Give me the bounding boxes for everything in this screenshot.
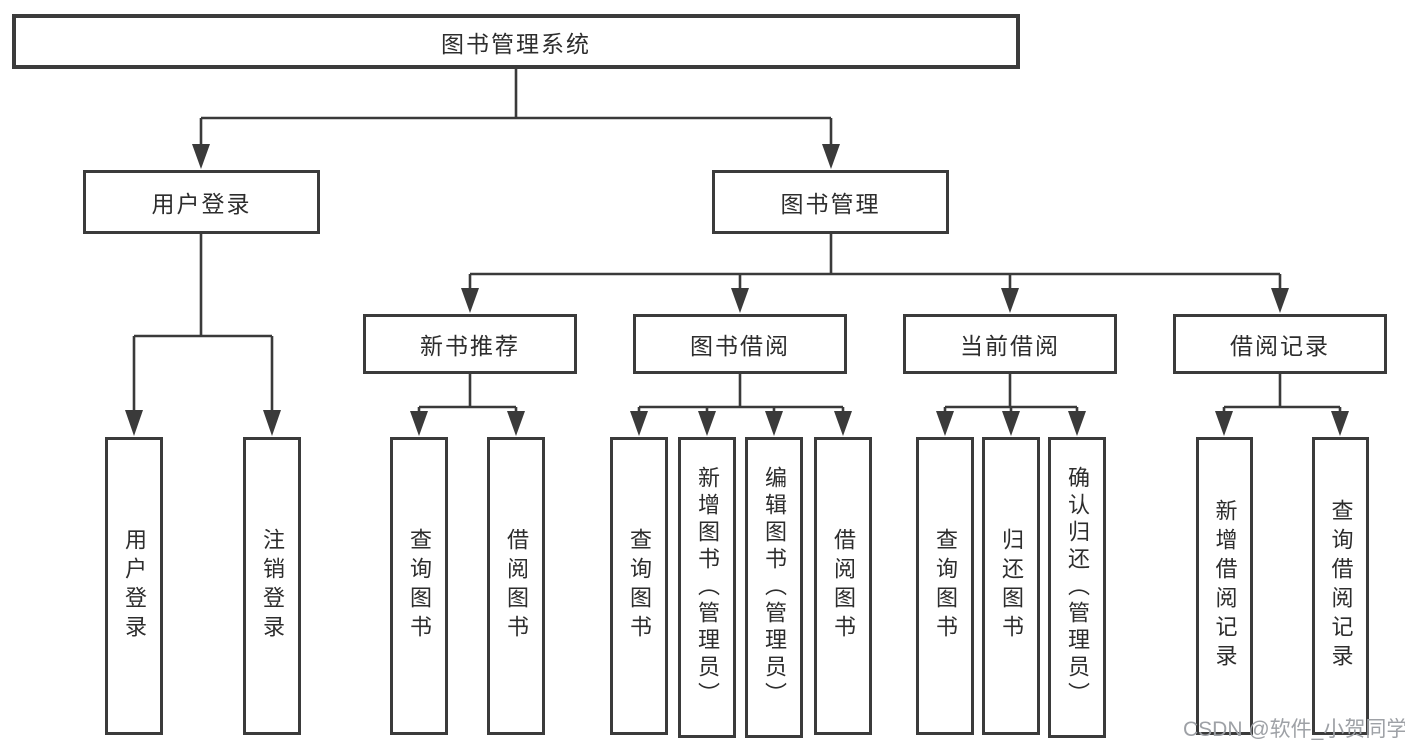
leaf-logout: 注销登录 (243, 437, 301, 735)
leaf-query-book-recommend-label: 查询图书 (407, 528, 432, 644)
leaf-edit-book-admin-label: 编辑图书（管理员） (762, 466, 787, 709)
leaf-return-book-label: 归还图书 (999, 528, 1024, 644)
watermark: CSDN @软件_小贺同学 (1183, 718, 1405, 741)
leaf-query-borrow-record: 查询借阅记录 (1312, 437, 1369, 735)
leaf-borrow-book: 借阅图书 (814, 437, 872, 735)
node-user-login-label: 用户登录 (151, 191, 252, 217)
leaf-query-book-current-label: 查询图书 (933, 528, 958, 644)
node-book-management-label: 图书管理 (780, 191, 881, 217)
connector-book-borrow-children (637, 374, 845, 412)
connector-current-borrow-children (943, 374, 1079, 412)
arrow-down-icon (125, 410, 143, 436)
arrow-down-icon (1001, 288, 1019, 313)
leaf-query-book-borrow: 查询图书 (610, 437, 668, 735)
arrow-down-icon (1002, 411, 1020, 436)
arrow-down-icon (410, 411, 428, 436)
node-root: 图书管理系统 (12, 14, 1020, 69)
leaf-query-book-current: 查询图书 (916, 437, 974, 735)
leaf-borrow-book-recommend: 借阅图书 (487, 437, 545, 735)
node-user-login: 用户登录 (83, 170, 320, 234)
leaf-edit-book-admin: 编辑图书（管理员） (745, 437, 803, 738)
leaf-add-book-admin-label: 新增图书（管理员） (695, 466, 720, 709)
leaf-query-book-recommend: 查询图书 (390, 437, 448, 735)
connector-root-to-level2 (199, 69, 833, 146)
arrow-down-icon (630, 411, 648, 436)
arrow-down-icon (765, 411, 783, 436)
leaf-add-borrow-record-label: 新增借阅记录 (1212, 499, 1238, 673)
node-book-borrow: 图书借阅 (633, 314, 847, 374)
arrow-down-icon (507, 411, 525, 436)
leaf-add-book-admin: 新增图书（管理员） (678, 437, 736, 738)
leaf-query-book-borrow-label: 查询图书 (627, 528, 652, 644)
arrow-down-icon (263, 410, 281, 436)
node-book-management: 图书管理 (712, 170, 949, 234)
connector-user-login-children (132, 234, 274, 412)
arrow-down-icon (1331, 411, 1349, 436)
leaf-confirm-return-admin-label: 确认归还（管理员） (1065, 466, 1090, 709)
leaf-query-borrow-record-label: 查询借阅记录 (1328, 499, 1354, 673)
connector-new-book-children (417, 374, 518, 412)
node-new-book-recommend-label: 新书推荐 (420, 333, 520, 359)
node-borrow-records-label: 借阅记录 (1230, 333, 1330, 359)
arrow-down-icon (192, 144, 210, 169)
leaf-borrow-book-label: 借阅图书 (831, 528, 856, 644)
node-new-book-recommend: 新书推荐 (363, 314, 577, 374)
leaf-add-borrow-record: 新增借阅记录 (1196, 437, 1253, 735)
leaf-borrow-book-recommend-label: 借阅图书 (504, 528, 529, 644)
connector-book-mgmt-children (468, 234, 1282, 289)
node-current-borrow-label: 当前借阅 (960, 333, 1060, 359)
leaf-confirm-return-admin: 确认归还（管理员） (1048, 437, 1106, 738)
node-borrow-records: 借阅记录 (1173, 314, 1387, 374)
connector-borrow-records-children (1222, 374, 1342, 412)
node-root-label: 图书管理系统 (441, 30, 591, 57)
node-book-borrow-label: 图书借阅 (690, 333, 790, 359)
arrow-down-icon (461, 288, 479, 313)
leaf-user-login: 用户登录 (105, 437, 163, 735)
arrow-down-icon (731, 288, 749, 313)
leaf-logout-label: 注销登录 (260, 528, 285, 644)
arrow-down-icon (834, 411, 852, 436)
arrow-down-icon (1215, 411, 1233, 436)
leaf-user-login-label: 用户登录 (122, 528, 147, 644)
arrow-down-icon (1271, 288, 1289, 313)
arrow-down-icon (936, 411, 954, 436)
arrow-down-icon (1068, 411, 1086, 436)
arrow-down-icon (822, 144, 840, 169)
arrow-down-icon (698, 411, 716, 436)
leaf-return-book: 归还图书 (982, 437, 1040, 735)
node-current-borrow: 当前借阅 (903, 314, 1117, 374)
